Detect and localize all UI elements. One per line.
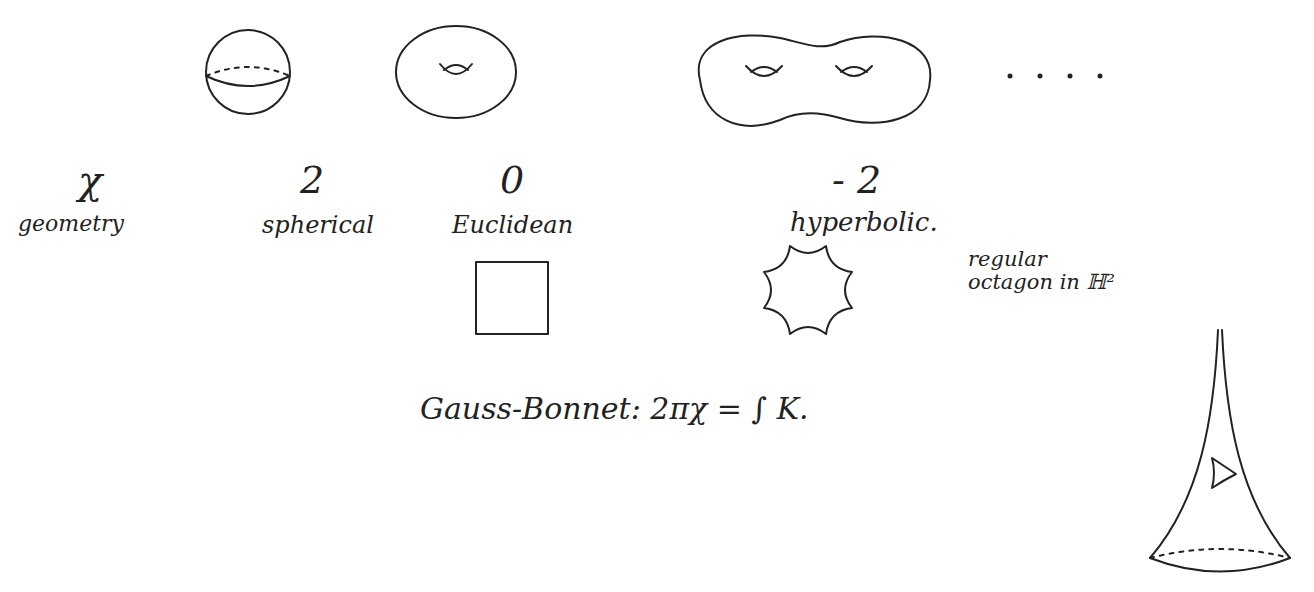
row-label: geometry (18, 212, 124, 236)
hyperbolic-octagon (764, 246, 852, 334)
symbol-label: χ (78, 158, 102, 202)
geometry-label: Euclidean (452, 212, 573, 238)
value-label: - 2 (832, 160, 881, 202)
pseudosphere (1150, 330, 1290, 572)
value-label: 0 (500, 160, 524, 202)
square (476, 262, 548, 334)
geometry-label: hyperbolic. (790, 208, 938, 237)
note-label: regular octagon in ℍ² (968, 248, 1128, 294)
sphere (206, 30, 290, 114)
ellipsis-dots (1008, 74, 1103, 79)
geometry-label: spherical (262, 212, 374, 238)
formula-label: Gauss-Bonnet: 2πχ = ∫ K. (420, 392, 809, 425)
torus (396, 26, 516, 118)
genus-two-surface (699, 35, 931, 125)
value-label: 2 (300, 160, 324, 202)
